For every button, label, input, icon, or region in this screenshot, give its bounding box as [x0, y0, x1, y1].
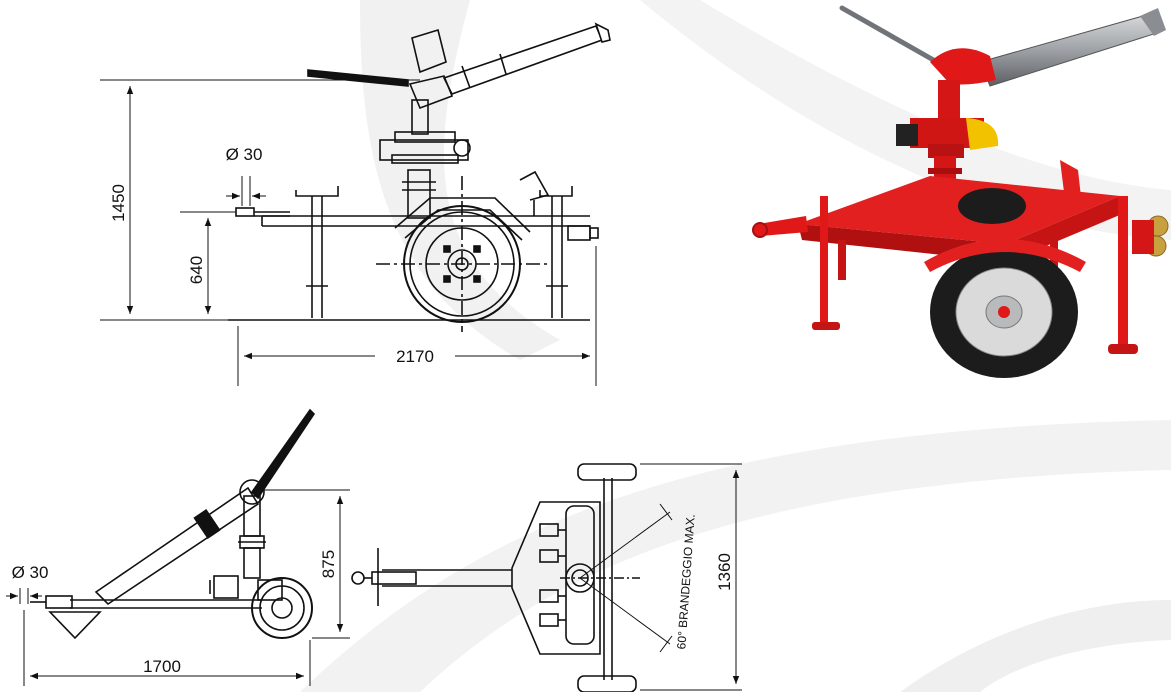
end-view-dimensions — [6, 489, 350, 686]
dim-hitch-diameter-side: Ø 30 — [226, 145, 263, 164]
dim-length-end: 1700 — [143, 657, 181, 676]
end-view-drawing — [30, 408, 316, 640]
dim-height-end: 875 — [319, 550, 338, 578]
dim-height-inlet: 640 — [187, 256, 206, 284]
side-view-dimensions — [100, 79, 597, 386]
dim-hitch-diameter-end: Ø 30 — [12, 563, 49, 582]
top-view-drawing — [351, 463, 673, 692]
side-view-drawing — [228, 22, 611, 332]
dim-length-side: 2170 — [396, 347, 434, 366]
trailer-mounted-monitor-photo — [752, 5, 1169, 378]
top-view-dimensions — [640, 463, 742, 691]
dim-height-total: 1450 — [109, 184, 128, 222]
dim-width-top: 1360 — [715, 553, 734, 591]
